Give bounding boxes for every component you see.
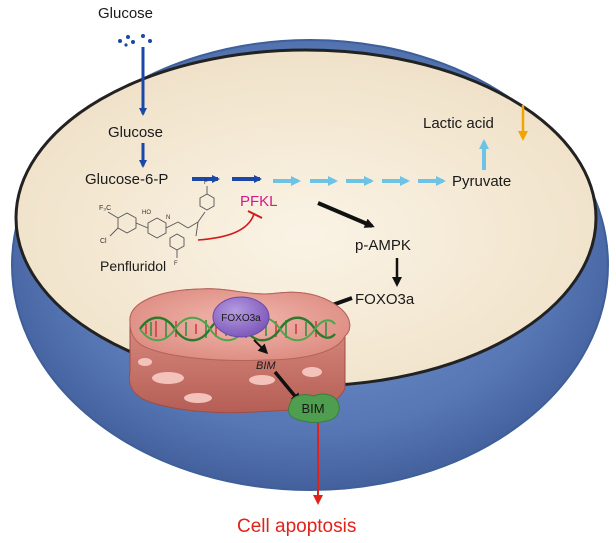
p-ampk-label: p-AMPK bbox=[355, 237, 411, 254]
structure-cl: Cl bbox=[100, 238, 107, 245]
glucose-dots bbox=[118, 34, 152, 47]
structure-ho: HO bbox=[142, 210, 151, 216]
foxo3a-nuclear-bubble bbox=[212, 296, 270, 338]
transcription-arrow bbox=[253, 339, 269, 355]
penfluridol-structure bbox=[107, 186, 215, 258]
foxo3a-nucleus-label: FOXO3a bbox=[221, 313, 261, 324]
pfkl-to-ampk-arrow bbox=[317, 201, 375, 228]
inhibition-bar bbox=[247, 210, 263, 219]
pfkl-label: PFKL bbox=[240, 193, 278, 210]
structure-f2: F bbox=[174, 261, 178, 267]
glucose6p-label: Glucose-6-P bbox=[85, 171, 168, 188]
bim-export-arrow bbox=[273, 370, 301, 404]
bim-protein-label: BIM bbox=[301, 401, 324, 416]
penfluridol-label: Penfluridol bbox=[100, 258, 166, 274]
structure-n: N bbox=[166, 215, 170, 221]
glucose-inside-label: Glucose bbox=[108, 124, 163, 141]
bim-protein-blob bbox=[287, 393, 340, 423]
cell-apoptosis-label: Cell apoptosis bbox=[237, 516, 356, 537]
structure-f1: F bbox=[204, 180, 208, 186]
glucose-outside-label: Glucose bbox=[98, 5, 153, 22]
pyruvate-label: Pyruvate bbox=[452, 173, 511, 190]
bim-gene-label: BIM bbox=[256, 360, 276, 372]
inhibition-curve bbox=[197, 213, 255, 241]
structure-cf3: F₃C bbox=[99, 205, 111, 212]
lactic-acid-label: Lactic acid bbox=[423, 115, 494, 132]
foxo3a-cytoplasm-label: FOXO3a bbox=[355, 291, 415, 308]
